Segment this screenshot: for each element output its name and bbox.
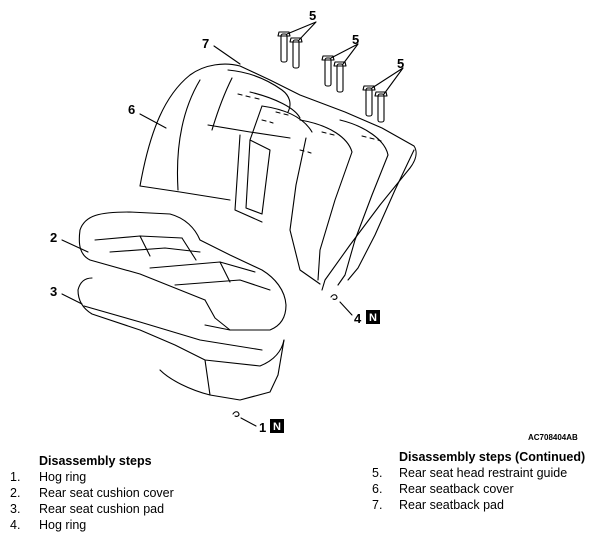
step-number: 3. [10, 502, 21, 516]
callout-6: 6 [128, 102, 135, 117]
disassembly-steps-left: Disassembly steps 1. Hog ring 2. Rear seat… [10, 453, 174, 533]
step-label: Hog ring [39, 470, 87, 484]
step-number: 1. [10, 470, 21, 484]
disassembly-steps-right: Disassembly steps (Continued) 5. Rear sea… [372, 449, 585, 513]
callout-2: 2 [50, 230, 57, 245]
step-label: Rear seatback cover [399, 482, 514, 496]
head-restraint-guides [277, 21, 404, 123]
list-item: 3. Rear seat cushion pad [10, 501, 174, 517]
steps-heading: Disassembly steps [39, 454, 152, 468]
hog-ring-1 [232, 411, 257, 427]
seatback-cover [211, 69, 415, 286]
seatback-pad [139, 63, 417, 291]
guide-pair-right [362, 85, 388, 123]
badge-n-box [270, 419, 284, 433]
list-item: 4. Hog ring [10, 517, 174, 533]
callout-3: 3 [50, 284, 57, 299]
step-number: 2. [10, 486, 21, 500]
step-number: 6. [372, 482, 383, 496]
callout-5b: 5 [352, 32, 359, 47]
callout-7: 7 [202, 36, 209, 51]
badge-n: N [273, 421, 281, 433]
list-item: 2. Rear seat cushion cover [10, 485, 174, 501]
step-number: 5. [372, 466, 383, 480]
guide-pair-middle [321, 55, 347, 93]
cushion-cover [78, 211, 287, 331]
steps-heading: Disassembly steps (Continued) [399, 450, 586, 464]
callout-4: 4 [354, 311, 362, 326]
step-label: Rear seat cushion pad [39, 502, 165, 516]
cushion-pad [77, 277, 285, 401]
list-item: 7. Rear seatback pad [372, 497, 585, 513]
callout-5a: 5 [309, 8, 316, 23]
hog-ring-4 [330, 294, 353, 316]
step-label: Rear seat cushion cover [39, 486, 174, 500]
badge-n-box [366, 310, 380, 324]
step-label: Hog ring [39, 518, 87, 532]
callout-1: 1 [259, 420, 266, 435]
figure-id: AC708404AB [528, 433, 578, 442]
step-label: Rear seat head restraint guide [399, 466, 568, 480]
list-item: 6. Rear seatback cover [372, 481, 585, 497]
list-item: 1. Hog ring [10, 469, 174, 485]
step-number: 7. [372, 498, 383, 512]
list-item: 5. Rear seat head restraint guide [372, 465, 585, 481]
badge-n: N [369, 312, 377, 324]
step-number: 4. [10, 518, 21, 532]
guide-pair-left [277, 31, 303, 69]
callout-5c: 5 [397, 56, 404, 71]
exploded-view-diagram: 5 5 5 7 6 2 3 4 N 1 N [50, 8, 417, 435]
step-label: Rear seatback pad [399, 498, 504, 512]
